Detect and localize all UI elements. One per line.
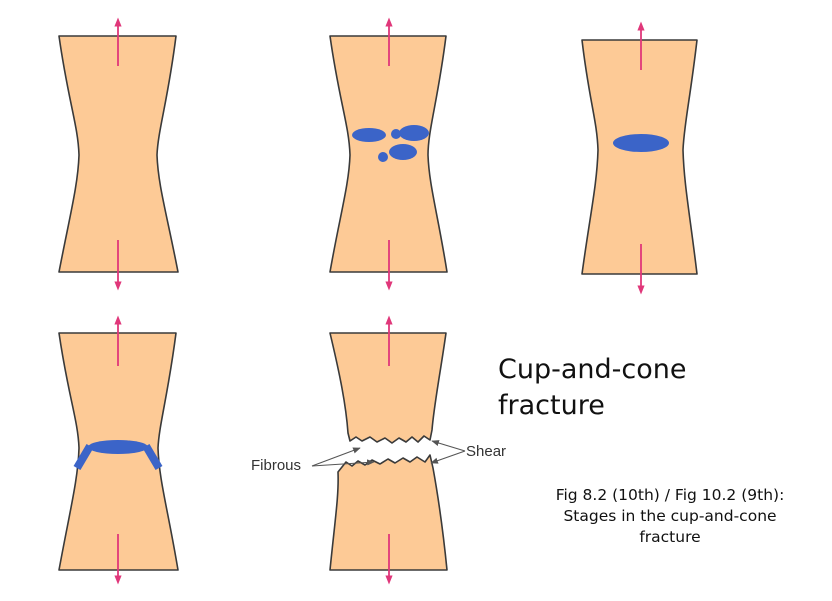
shear-pointer bbox=[431, 440, 466, 452]
microvoid bbox=[391, 129, 401, 139]
microvoid bbox=[389, 144, 417, 160]
shear-label: Shear bbox=[466, 443, 506, 460]
microvoid bbox=[399, 125, 429, 141]
title-line: fracture bbox=[498, 390, 605, 421]
shear-pointer bbox=[430, 450, 466, 464]
title-line: Cup-and-cone bbox=[498, 354, 687, 385]
shear-crack-right bbox=[142, 443, 163, 471]
shear-crack-left bbox=[73, 443, 94, 471]
specimen-body bbox=[329, 35, 448, 273]
stage-4-crack-propagation bbox=[58, 315, 179, 585]
specimen-body bbox=[58, 35, 179, 273]
central-crack bbox=[88, 440, 148, 454]
figure-title: Cup-and-cone fracture bbox=[498, 352, 758, 424]
figure-caption: Fig 8.2 (10th) / Fig 10.2 (9th): Stages … bbox=[520, 485, 820, 548]
fibrous-pointer bbox=[311, 447, 361, 467]
stage-3-crack-formation bbox=[581, 21, 698, 295]
central-crack bbox=[613, 134, 669, 152]
microvoid bbox=[378, 152, 388, 162]
microvoid bbox=[352, 128, 386, 142]
specimen-body bbox=[581, 39, 698, 275]
fibrous-pointer bbox=[311, 459, 375, 467]
fibrous-label: Fibrous bbox=[251, 457, 301, 474]
specimen-lower-half bbox=[329, 454, 448, 571]
specimen-upper-half bbox=[329, 332, 447, 444]
caption-line: Stages in the cup-and-cone bbox=[563, 507, 777, 525]
stage-5-final-fracture: Fibrous Shear bbox=[251, 315, 506, 585]
caption-line: fracture bbox=[639, 528, 701, 546]
stage-1-necking bbox=[58, 17, 179, 291]
stage-2-cavity-formation bbox=[329, 17, 448, 291]
caption-line: Fig 8.2 (10th) / Fig 10.2 (9th): bbox=[555, 486, 785, 504]
